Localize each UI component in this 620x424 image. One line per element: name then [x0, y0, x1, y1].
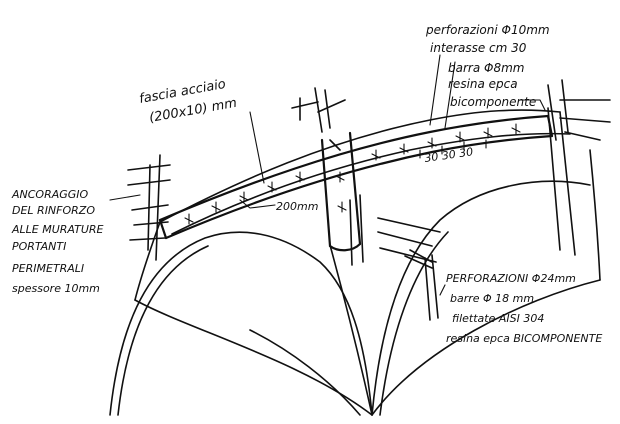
note-band-width: 200mm — [276, 200, 318, 213]
anchor-dowels — [184, 123, 521, 225]
note-left-2: DEL RINFORZO — [12, 204, 95, 217]
annotation-bottom-right: PERFORAZIONI Φ24mm barre Φ 18 mm filetta… — [446, 272, 602, 345]
left-anchor-bars — [127, 154, 171, 261]
note-left-1: ANCORAGGIO — [11, 188, 89, 201]
note-bottom-right-2: barre Φ 18 mm — [450, 292, 534, 305]
right-anchor-bars — [349, 194, 441, 321]
leader-lines — [109, 54, 546, 296]
spacing-ticks — [419, 139, 487, 159]
annotation-left: ANCORAGGIO DEL RINFORZO ALLE MURATURE PO… — [11, 188, 104, 295]
note-left-5: PERIMETRALI — [12, 262, 84, 275]
note-spacing: 30 30 30 — [424, 145, 474, 165]
note-bottom-right-4: resina epca BICOMPONENTE — [446, 332, 602, 345]
note-top-right-2: interasse cm 30 — [430, 41, 527, 55]
note-left-6: spessore 10mm — [12, 282, 100, 295]
note-left-3: ALLE MURATURE — [11, 223, 104, 236]
steel-band — [158, 114, 554, 252]
note-bottom-right-1: PERFORAZIONI Φ24mm — [446, 272, 576, 285]
note-left-4: PORTANTI — [12, 240, 66, 253]
note-top-right-1: perforazioni Φ10mm — [425, 23, 550, 37]
anchor-posts — [291, 79, 611, 151]
annotation-top-right: perforazioni Φ10mm interasse cm 30 barra… — [425, 23, 550, 109]
vault-outlines — [109, 107, 601, 416]
note-bottom-right-3: filettate AISI 304 — [452, 312, 544, 325]
note-top-right-5: bicomponente — [450, 95, 536, 109]
annotation-steel-band: fascia acciaio (200x10) mm — [138, 77, 238, 126]
note-top-right-4: resina epca — [448, 77, 518, 91]
note-top-right-3: barra Φ8mm — [448, 61, 524, 75]
